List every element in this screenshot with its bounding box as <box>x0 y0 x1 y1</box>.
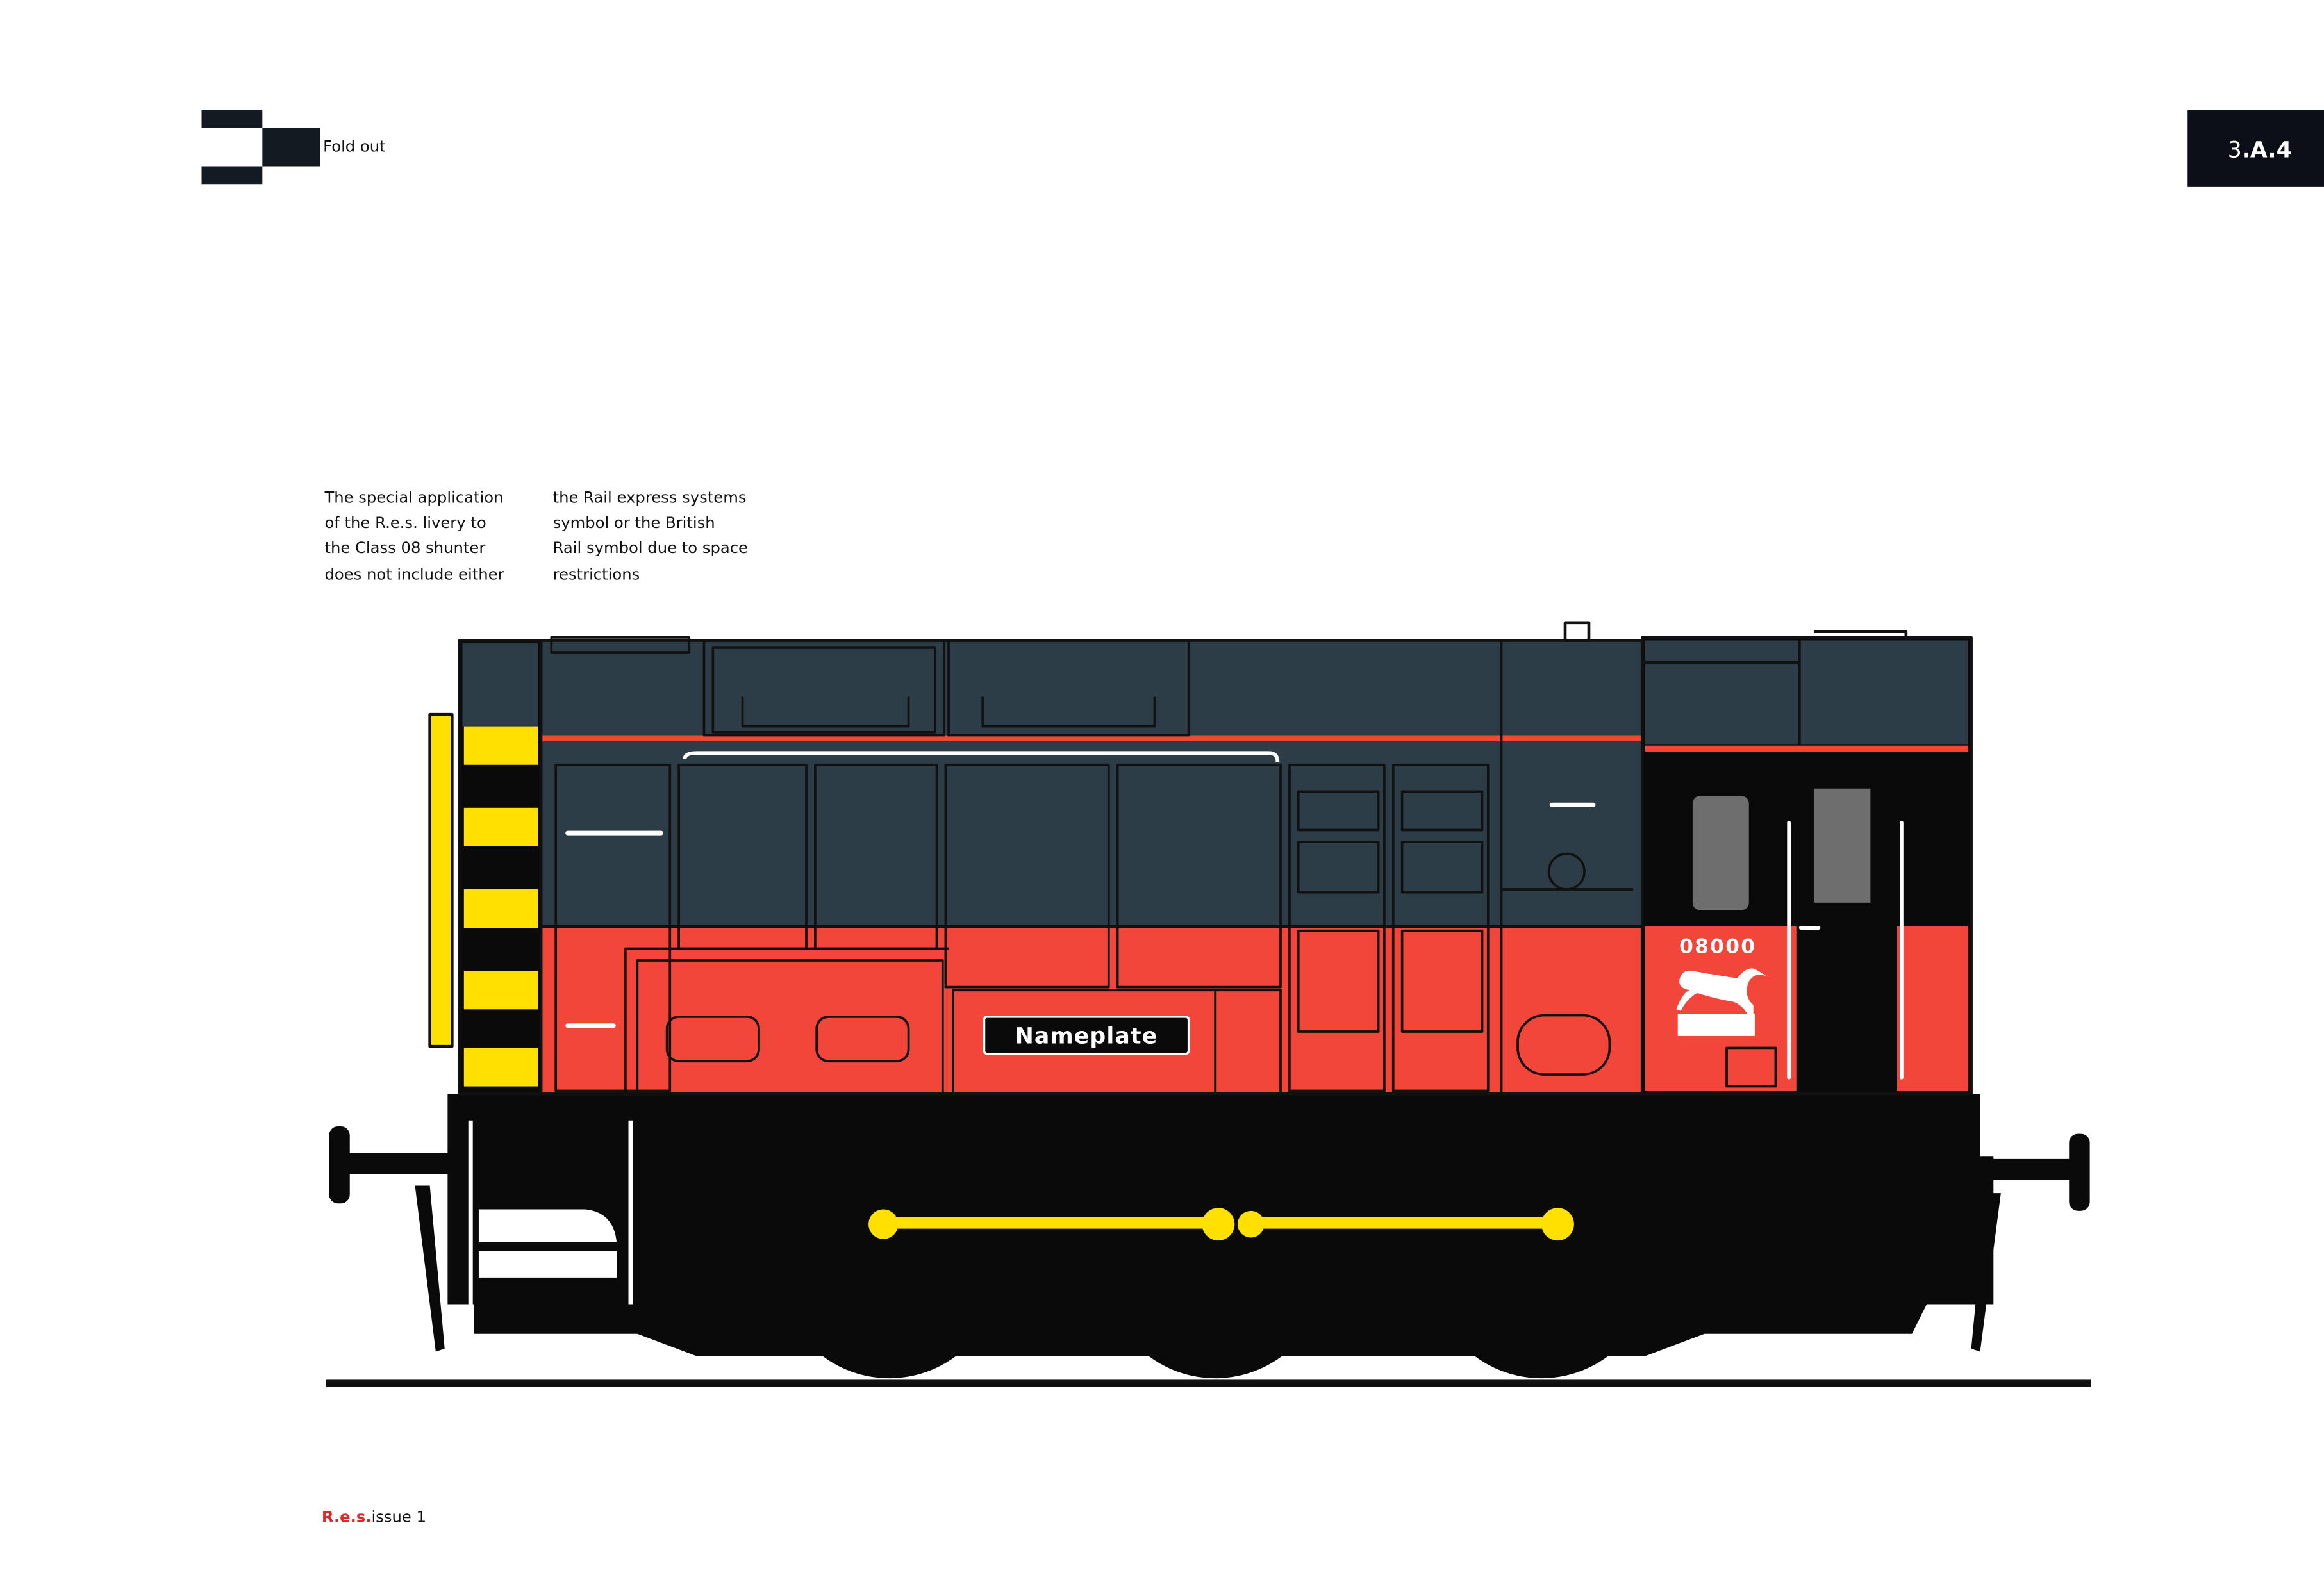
warning-stripes <box>463 726 538 1087</box>
body-stripe <box>541 735 1643 741</box>
roof-vent <box>1563 621 1591 642</box>
fold-out-mark: Fold out <box>201 110 386 185</box>
fold-out-label: Fold out <box>323 136 386 155</box>
body-lower-red <box>539 925 1644 1096</box>
footer: R.e.s.issue 1 <box>322 1507 426 1526</box>
fold-block-middle <box>262 128 320 167</box>
cab-red-panel <box>1645 926 1797 1091</box>
footer-issue: issue 1 <box>372 1507 427 1526</box>
buffer-beam-plate <box>428 712 454 1048</box>
coupling-rods <box>868 1208 1574 1241</box>
cab-window <box>1814 788 1871 903</box>
description-line: the Class 08 shunter <box>324 538 485 557</box>
body-upper-grey <box>539 639 1644 928</box>
description-text: The special application of the R.e.s. li… <box>324 488 748 583</box>
footer-brand: R.e.s. <box>322 1507 372 1526</box>
section-badge-code: .A.4 <box>2242 138 2292 163</box>
cab-box <box>1725 1046 1777 1088</box>
fold-block-bottom <box>201 166 263 185</box>
nameplate <box>983 1016 1190 1055</box>
front-end-top <box>462 643 538 727</box>
handrail <box>683 751 1280 762</box>
door-handles <box>565 802 1596 1028</box>
section-badge-prefix: 3 <box>2228 138 2242 163</box>
fold-block-top <box>201 110 263 128</box>
description-line: Rail symbol due to space <box>553 538 748 557</box>
cab-stripe <box>1645 745 1968 752</box>
rail <box>326 1379 2091 1387</box>
front-step <box>468 1120 633 1305</box>
description-line: the Rail express systems <box>553 488 747 506</box>
cab-handrails <box>1787 821 1904 1080</box>
cab-red-panel <box>1897 926 1968 1091</box>
description-line: of the R.e.s. livery to <box>324 513 486 532</box>
svg-text:3.A.4: 3.A.4 <box>2228 138 2292 163</box>
nameplate-text: Nameplate <box>1015 1024 1158 1050</box>
body-panels <box>550 636 1634 1095</box>
section-badge: 3.A.4 <box>2187 110 2324 187</box>
cab-window <box>1692 796 1749 910</box>
class-08-shunter-illustration: Nameplate 08000 <box>326 621 2091 1387</box>
description-line: The special application <box>324 488 503 506</box>
buffer-right <box>1971 1133 2090 1352</box>
buffer-left <box>329 1126 451 1352</box>
cab-roof-lines <box>1642 630 1908 745</box>
leaping-cat-icon <box>1676 968 1767 1036</box>
description-line: restrictions <box>553 565 640 584</box>
description-line: does not include either <box>324 565 504 584</box>
cab-roof <box>1645 640 1968 745</box>
description-line: symbol or the British <box>553 513 715 532</box>
loco-number: 08000 <box>1679 935 1756 958</box>
